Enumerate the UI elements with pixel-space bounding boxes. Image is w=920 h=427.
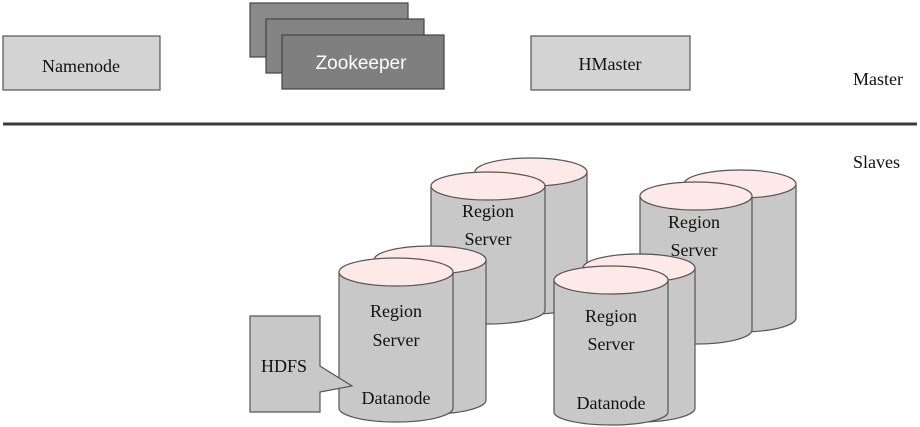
region-server-cylinder-4: Region Server Datanode xyxy=(553,253,696,426)
region-server-cylinder-2: Region Server xyxy=(639,169,797,345)
master-tier-label: Master xyxy=(853,69,903,89)
server-2-line1: Region xyxy=(668,212,720,232)
zookeeper-front-card xyxy=(281,34,445,90)
server-3-line1: Region xyxy=(370,301,422,321)
server-1-line1: Region xyxy=(462,201,514,221)
server-2-line2: Server xyxy=(671,240,718,260)
zookeeper-label: Zookeeper xyxy=(316,53,408,74)
server-4-line3: Datanode xyxy=(577,393,646,413)
slaves-tier-label: Slaves xyxy=(853,152,900,172)
namenode-box: Namenode xyxy=(2,35,161,91)
server-1-line2: Server xyxy=(465,229,512,249)
namenode-label: Namenode xyxy=(42,56,120,76)
hmaster-box: HMaster xyxy=(530,35,691,91)
hdfs-label: HDFS xyxy=(261,356,307,376)
server-3-line2: Server xyxy=(373,330,420,350)
server-4-line2: Server xyxy=(588,334,635,354)
hmaster-label: HMaster xyxy=(579,54,642,74)
region-server-cylinder-3: Region Server Datanode xyxy=(338,245,487,423)
server-4-line1: Region xyxy=(585,306,637,326)
hdfs-callout: HDFS xyxy=(249,315,354,413)
master-tier: Namenode Zookeeper HMaster Master xyxy=(2,2,903,91)
zookeeper-stack: Zookeeper xyxy=(249,2,445,90)
server-3-line3: Datanode xyxy=(362,388,431,408)
